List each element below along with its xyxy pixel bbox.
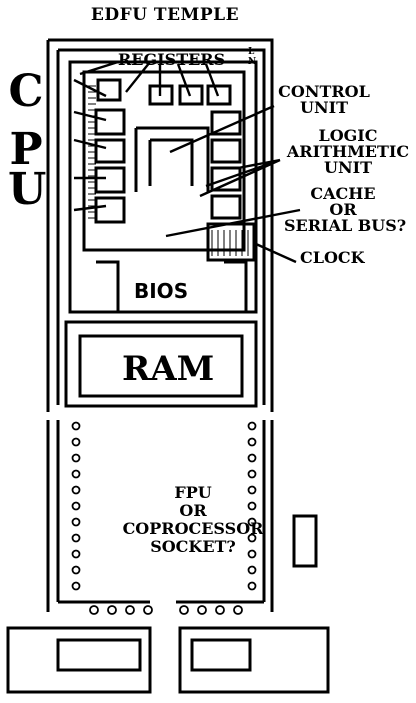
ram-label: RAM — [122, 349, 215, 389]
forecourt-wall-right — [262, 420, 274, 612]
control-unit-label: CONTROL UNIT — [278, 82, 370, 117]
side-chamber — [94, 196, 126, 224]
corner-mark: N — [248, 57, 257, 67]
page-title: EDFU TEMPLE — [90, 5, 240, 25]
naos-inner — [148, 138, 194, 186]
cache-leader — [165, 208, 301, 238]
clock-leader — [255, 242, 297, 264]
register-chamber — [96, 78, 122, 102]
bios-label: BIOS — [134, 279, 189, 303]
cpu-letter: U — [8, 164, 47, 215]
side-chamber — [210, 110, 242, 136]
cache-block — [206, 222, 256, 262]
side-chamber — [94, 108, 126, 136]
inner-sanctuary — [82, 70, 246, 252]
logic-unit-leader — [199, 158, 281, 198]
pylon-right-inner — [190, 638, 252, 672]
callout-leaders — [73, 60, 301, 264]
forecourt-columns — [71, 421, 257, 615]
pylon-left — [6, 626, 152, 694]
naos-shrine — [134, 126, 210, 192]
sanctuary-wall — [68, 60, 258, 314]
cpu-bracket-leader — [73, 78, 107, 212]
logic-unit-label: LOGIC ARITHMETIC UNIT — [286, 126, 410, 177]
detached-shrine — [292, 514, 318, 568]
pylon-left-inner — [56, 638, 142, 672]
outer-enclosure-wall — [46, 38, 274, 412]
registers-label: REGISTERS — [118, 50, 226, 69]
cpu-letter: C — [8, 66, 44, 117]
cpu-letter: P — [9, 124, 43, 175]
control-unit-leader — [169, 104, 275, 154]
corner-mark: L — [248, 47, 255, 57]
side-chamber — [94, 166, 126, 194]
inner-enclosure-wall — [56, 48, 266, 405]
side-chamber — [210, 194, 242, 220]
registers-leader — [79, 60, 220, 97]
ram-hall-outer — [64, 320, 258, 408]
ram-hall-inner — [78, 334, 244, 398]
register-chamber — [178, 84, 204, 106]
register-chamber — [206, 84, 232, 106]
side-chamber — [210, 138, 242, 164]
forecourt-wall-left — [46, 420, 60, 612]
fpu-label: FPU OR COPROCESSOR SOCKET? — [122, 483, 264, 556]
hypostyle-wall — [96, 260, 248, 312]
cache-label: CACHE OR SERIAL BUS? — [284, 184, 407, 235]
clock-label: CLOCK — [300, 248, 365, 267]
side-chamber — [94, 138, 126, 164]
pylon-right — [178, 626, 330, 694]
